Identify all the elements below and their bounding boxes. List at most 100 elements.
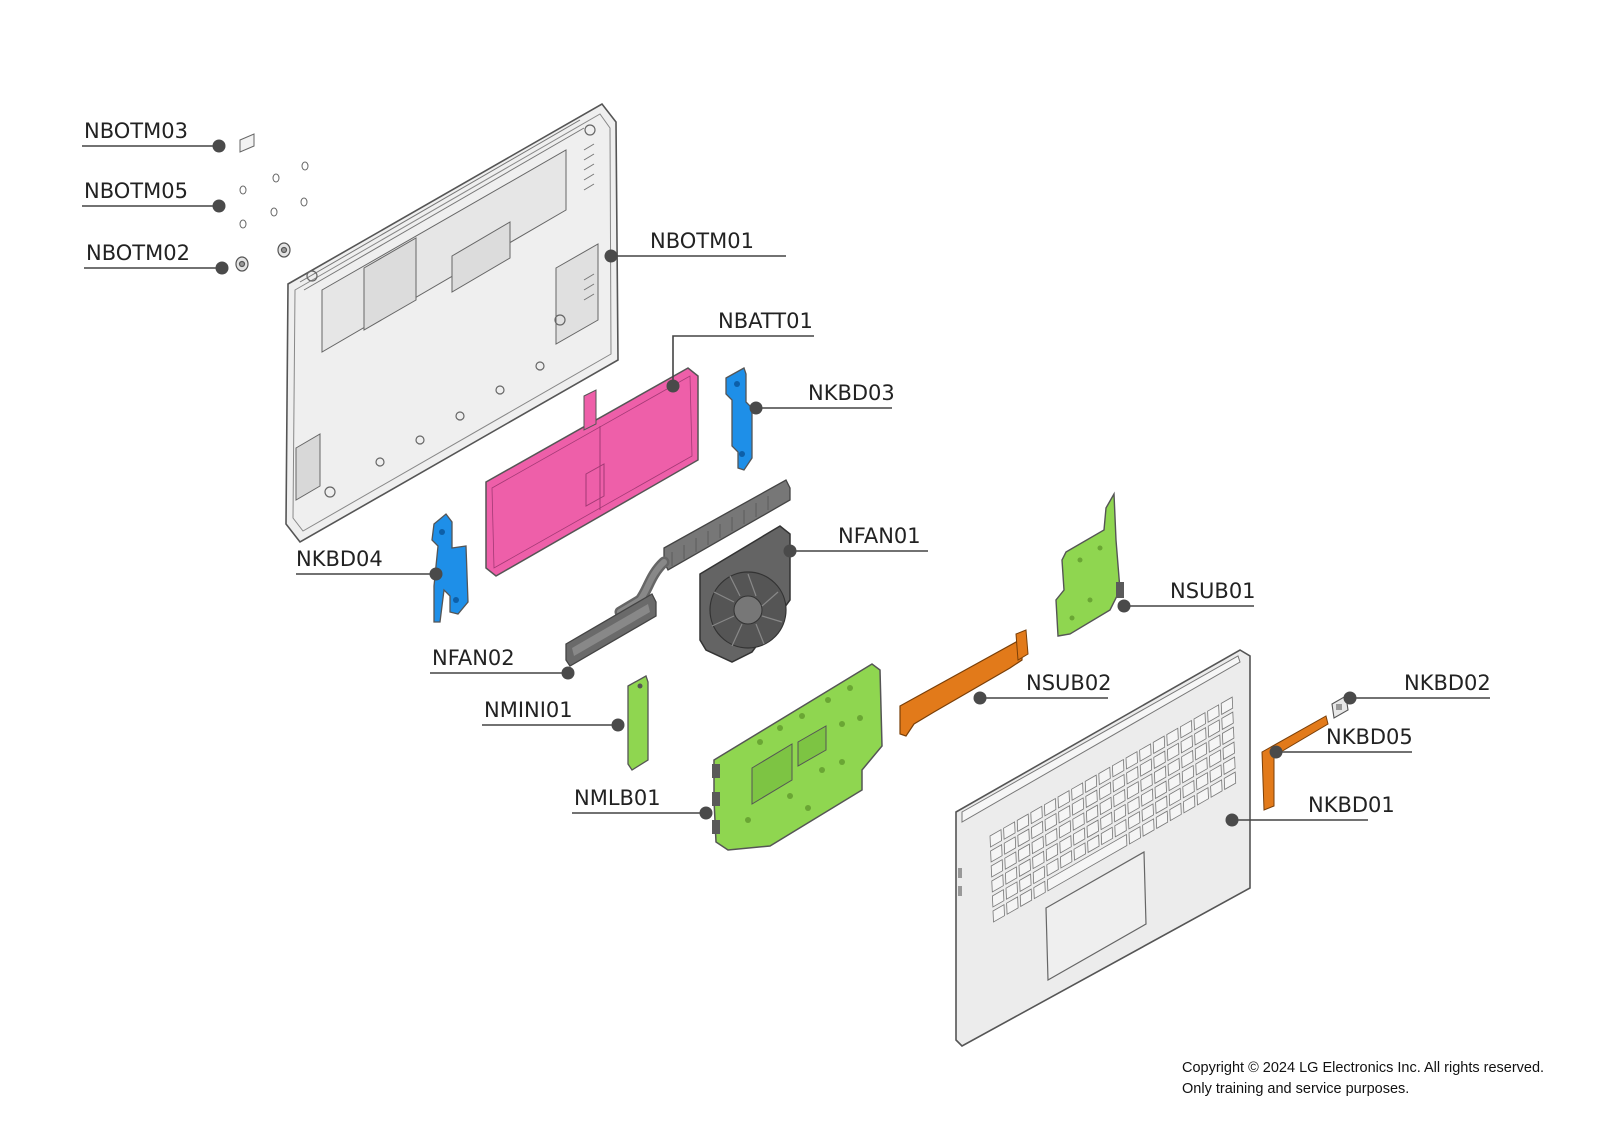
- keyboard-key: [1139, 743, 1152, 762]
- keyboard-key: [1128, 826, 1141, 845]
- keyboard-key: [1017, 843, 1031, 863]
- copyright-line: Copyright © 2024 LG Electronics Inc. All…: [1182, 1060, 1545, 1076]
- keyboard-key: [1085, 804, 1099, 824]
- callout-label: NKBD02: [1404, 671, 1491, 695]
- keyboard-key: [1221, 726, 1235, 746]
- keyboard-key: [1154, 780, 1167, 800]
- callout-label: NKBD05: [1326, 725, 1413, 749]
- keyboard-key: [1207, 719, 1221, 738]
- keyboard-key: [1003, 836, 1017, 855]
- keyboard-key: [1155, 795, 1168, 815]
- heat-pipe-part: [565, 479, 791, 667]
- callout-label: NKBD04: [296, 547, 383, 571]
- leader-dot: [666, 379, 680, 393]
- keyboard-key: [1004, 866, 1018, 885]
- callout-label: NKBD03: [808, 381, 895, 405]
- callout-label: NBOTM02: [86, 241, 190, 265]
- keyboard-key: [1044, 812, 1057, 832]
- keyboard-key: [1125, 751, 1138, 770]
- keyboard-key: [1193, 712, 1206, 731]
- keyboard-key: [1032, 850, 1045, 870]
- keyboard-key: [991, 889, 1005, 908]
- battery-part: [485, 367, 699, 577]
- callout-label: NSUB02: [1026, 671, 1112, 695]
- keyboard-key: [1057, 790, 1070, 809]
- copyright-notice: Copyright © 2024 LG Electronics Inc. All…: [1182, 1058, 1544, 1100]
- leader-dot: [611, 718, 625, 732]
- sticker-part: [239, 133, 255, 153]
- keyboard-key: [1030, 805, 1043, 825]
- leader-dot: [212, 199, 226, 213]
- keyboard-key: [1153, 750, 1166, 770]
- keyboard-key: [1167, 757, 1180, 777]
- keyboard-key: [1114, 818, 1127, 838]
- callout-nbotm05: NBOTM05: [82, 179, 226, 213]
- leader-dot: [215, 261, 229, 275]
- callout-nkbd02: NKBD02: [1343, 671, 1491, 705]
- keyboard-key: [1059, 850, 1073, 869]
- keyboard-key: [1127, 811, 1141, 830]
- keyboard-key: [1017, 828, 1030, 848]
- ssd-module-part: [627, 675, 649, 771]
- callout-label: NMINI01: [484, 698, 573, 722]
- keyboard-key: [1126, 766, 1139, 785]
- sub-board-part: [1055, 491, 1124, 637]
- keyboard-connector-part: [1331, 695, 1349, 719]
- keyboard-key: [1194, 727, 1207, 746]
- leader-dot: [783, 544, 797, 558]
- keyboard-key: [1195, 757, 1208, 776]
- callout-nsub01: NSUB01: [1117, 579, 1256, 613]
- keyboard-key: [1085, 789, 1098, 809]
- keyboard-key: [1181, 749, 1194, 769]
- keyboard-key: [1155, 810, 1169, 830]
- keyboard-key: [1087, 834, 1100, 854]
- keyboard-key: [1208, 749, 1222, 768]
- keyboard-key: [1168, 787, 1182, 807]
- keyboard-key: [1098, 766, 1111, 786]
- callout-nbotm03: NBOTM03: [82, 119, 226, 153]
- keyboard-key: [1140, 773, 1153, 792]
- callout-nkbd04: NKBD04: [296, 547, 443, 581]
- sub-board-flex-cable-part: [899, 629, 1029, 737]
- keyboard-key: [1071, 797, 1085, 816]
- keyboard-key: [1084, 774, 1098, 794]
- keyboard-key: [1031, 835, 1044, 855]
- leader-dot: [973, 691, 987, 705]
- keyboard-key: [1072, 827, 1086, 846]
- keyboard-key: [1127, 796, 1140, 815]
- keyboard-key: [1169, 802, 1182, 822]
- bottom-case-part: [285, 102, 619, 544]
- leader-dot: [1269, 745, 1283, 759]
- keyboard-key: [1182, 779, 1195, 799]
- keyboard-key: [1045, 827, 1058, 847]
- keyboard-key: [1223, 771, 1237, 791]
- keyboard-key: [1140, 788, 1154, 807]
- leader-dot: [212, 139, 226, 153]
- callout-nbatt01: NBATT01: [666, 309, 814, 393]
- keyboard-key: [1208, 734, 1221, 753]
- keyboard-key: [1059, 835, 1072, 854]
- leader-dot: [604, 249, 618, 263]
- callout-label: NFAN01: [838, 524, 921, 548]
- callout-label: NBATT01: [718, 309, 813, 333]
- keyboard-key: [992, 904, 1005, 923]
- callout-label: NFAN02: [432, 646, 515, 670]
- callout-label: NBOTM05: [84, 179, 188, 203]
- callout-label: NBOTM03: [84, 119, 188, 143]
- screws-part: [239, 161, 309, 229]
- keyboard-key: [1019, 888, 1033, 908]
- keyboard-key: [1098, 781, 1112, 801]
- keyboard-key: [1006, 896, 1019, 915]
- keyboard-key: [1004, 851, 1017, 870]
- callout-nsub02: NSUB02: [973, 671, 1112, 705]
- keyboard-key: [1045, 842, 1059, 862]
- keyboard-key: [1152, 735, 1166, 755]
- keyboard-key: [1111, 758, 1125, 778]
- callout-nmini01: NMINI01: [482, 698, 625, 732]
- top-case-keyboard-part: [955, 649, 1251, 1047]
- keyboard-key: [1181, 764, 1195, 784]
- leader-dot: [749, 401, 763, 415]
- keyboard-key: [1005, 881, 1018, 900]
